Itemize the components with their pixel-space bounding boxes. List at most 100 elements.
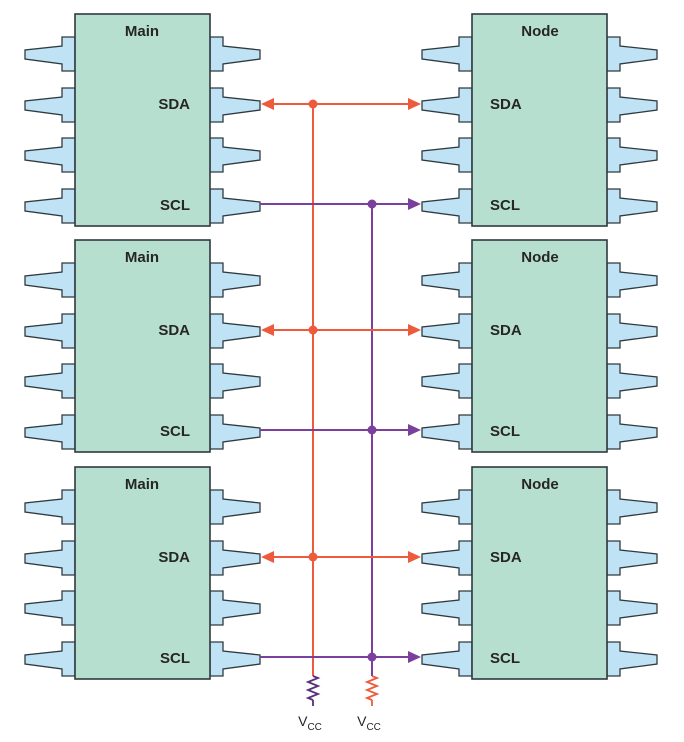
node-chip-3-right-pin-2: [606, 540, 658, 576]
main-chip-3-right-pin-4: [209, 641, 261, 677]
node-chip-3-left-pin-4: [421, 641, 473, 677]
main-chip-1-right-pin-3: [209, 137, 261, 173]
main-chip-1-left-pin-4: [24, 188, 76, 224]
node-chip-3-right-pin-4: [606, 641, 658, 677]
node-chip-2-left-pin-1: [421, 262, 473, 298]
scl-pin-label: SCL: [490, 197, 520, 214]
scl-arrow-right-icon: [408, 651, 421, 663]
node-chip-1-right-pin-4: [606, 188, 658, 224]
scl-pin-label: SCL: [160, 197, 190, 214]
main-chip-2-left-pin-4: [24, 414, 76, 450]
wires-layer: [260, 98, 421, 676]
main-chip-title: Main: [125, 23, 159, 40]
node-chip-3-right-pin-1: [606, 489, 658, 525]
node-chip-2-left-pin-4: [421, 414, 473, 450]
node-chip-2-right-pin-4: [606, 414, 658, 450]
main-chip-body: [74, 239, 211, 453]
node-chip-3-left-pin-2: [421, 540, 473, 576]
sda-pin-label: SDA: [490, 549, 522, 566]
main-chip-1-left-pin-3: [24, 137, 76, 173]
node-chip-2-left-pin-2: [421, 313, 473, 349]
sda-arrow-right-icon: [408, 324, 421, 336]
sda-pullup-resistor-icon: [305, 675, 321, 701]
sda-pin-label: SDA: [158, 96, 190, 113]
node-chip-title: Node: [521, 249, 559, 266]
vcc-label-scl: VCC: [357, 713, 381, 733]
node-chip-body: [471, 239, 608, 453]
scl-pin-label: SCL: [490, 423, 520, 440]
node-chip-title: Node: [521, 23, 559, 40]
main-chip-3-right-pin-2: [209, 540, 261, 576]
main-chip-3-left-pin-2: [24, 540, 76, 576]
sda-pin-label: SDA: [490, 322, 522, 339]
main-chip-2-right-pin-3: [209, 363, 261, 399]
scl-pullup-resistor-icon: [364, 675, 380, 701]
main-chip-body: [74, 13, 211, 227]
main-chip-2-right-pin-4: [209, 414, 261, 450]
sda-arrow-right-icon: [408, 98, 421, 110]
node-chip-2-right-pin-3: [606, 363, 658, 399]
node-chip-3-right-pin-3: [606, 590, 658, 626]
scl-junction-dot: [367, 652, 377, 662]
main-chip-3-right-pin-3: [209, 590, 261, 626]
scl-junction-dot: [367, 199, 377, 209]
scl-pin-label: SCL: [490, 650, 520, 667]
sda-pin-label: SDA: [158, 322, 190, 339]
node-chip-2-left-pin-3: [421, 363, 473, 399]
node-chip-3-left-pin-3: [421, 590, 473, 626]
sda-junction-dot: [308, 552, 318, 562]
main-chip-2-right-pin-1: [209, 262, 261, 298]
node-chip-1-right-pin-1: [606, 36, 658, 72]
scl-arrow-right-icon: [408, 424, 421, 436]
node-chip-1-left-pin-3: [421, 137, 473, 173]
main-chip-2-left-pin-1: [24, 262, 76, 298]
main-chip-3-left-pin-1: [24, 489, 76, 525]
node-chip-2-right-pin-2: [606, 313, 658, 349]
scl-pin-label: SCL: [160, 650, 190, 667]
node-chip-body: [471, 466, 608, 680]
node-chip-1-right-pin-3: [606, 137, 658, 173]
sda-arrow-left-icon: [261, 324, 274, 336]
sda-junction-dot: [308, 325, 318, 335]
main-chip-1-left-pin-1: [24, 36, 76, 72]
sda-arrow-left-icon: [261, 98, 274, 110]
main-chip-1-right-pin-4: [209, 188, 261, 224]
sda-junction-dot: [308, 99, 318, 109]
node-chip-title: Node: [521, 476, 559, 493]
vcc-label-sda: VCC: [298, 713, 322, 733]
node-chip-2-right-pin-1: [606, 262, 658, 298]
main-chip-2-right-pin-2: [209, 313, 261, 349]
sda-arrow-left-icon: [261, 551, 274, 563]
main-chip-title: Main: [125, 476, 159, 493]
sda-arrow-right-icon: [408, 551, 421, 563]
main-chip-3-right-pin-1: [209, 489, 261, 525]
vcc-layer: VCC VCC: [298, 675, 381, 733]
sda-pin-label: SDA: [490, 96, 522, 113]
node-chip-1-left-pin-1: [421, 36, 473, 72]
main-chip-1-left-pin-2: [24, 87, 76, 123]
main-chip-2-left-pin-2: [24, 313, 76, 349]
chips-layer: MainSDASCLNodeSDASCLMainSDASCLNodeSDASCL…: [24, 13, 658, 680]
scl-arrow-right-icon: [408, 198, 421, 210]
main-chip-1-right-pin-2: [209, 87, 261, 123]
node-chip-3-left-pin-1: [421, 489, 473, 525]
scl-junction-dot: [367, 425, 377, 435]
sda-pin-label: SDA: [158, 549, 190, 566]
main-chip-2-left-pin-3: [24, 363, 76, 399]
main-chip-body: [74, 466, 211, 680]
main-chip-3-left-pin-4: [24, 641, 76, 677]
main-chip-title: Main: [125, 249, 159, 266]
node-chip-1-right-pin-2: [606, 87, 658, 123]
main-chip-3-left-pin-3: [24, 590, 76, 626]
node-chip-1-left-pin-2: [421, 87, 473, 123]
node-chip-1-left-pin-4: [421, 188, 473, 224]
scl-pin-label: SCL: [160, 423, 190, 440]
main-chip-1-right-pin-1: [209, 36, 261, 72]
node-chip-body: [471, 13, 608, 227]
